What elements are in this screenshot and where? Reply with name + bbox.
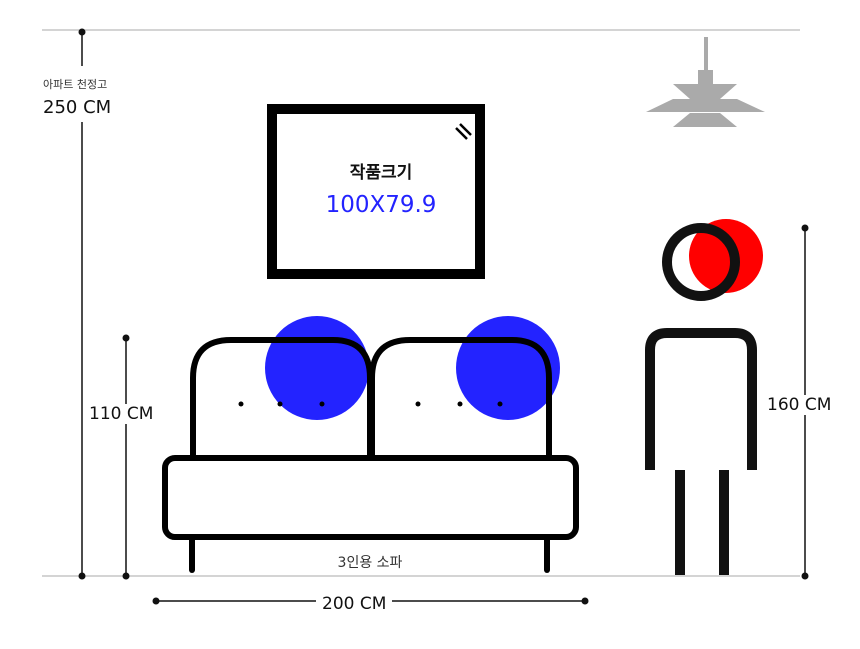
ceiling-dimension bbox=[78, 28, 86, 580]
person-height-label: 160 CM bbox=[764, 395, 835, 415]
pendant-lamp-icon bbox=[646, 37, 765, 127]
ceiling-height-label: 250 CM bbox=[43, 97, 112, 118]
sofa-caption: 3인용 소파 bbox=[337, 555, 403, 571]
artwork-size: 100X79.9 bbox=[325, 192, 437, 218]
sofa-height-label: 110 CM bbox=[86, 404, 157, 424]
ceiling-caption: 아파트 천정고 bbox=[43, 78, 108, 91]
cushion-right bbox=[456, 316, 560, 420]
artwork-frame bbox=[267, 104, 485, 279]
artwork-title: 작품크기 bbox=[349, 163, 413, 183]
sofa-width-label: 200 CM bbox=[316, 594, 393, 614]
sofa-height-dimension bbox=[122, 334, 130, 580]
sofa bbox=[162, 316, 579, 573]
person-icon bbox=[645, 219, 763, 575]
